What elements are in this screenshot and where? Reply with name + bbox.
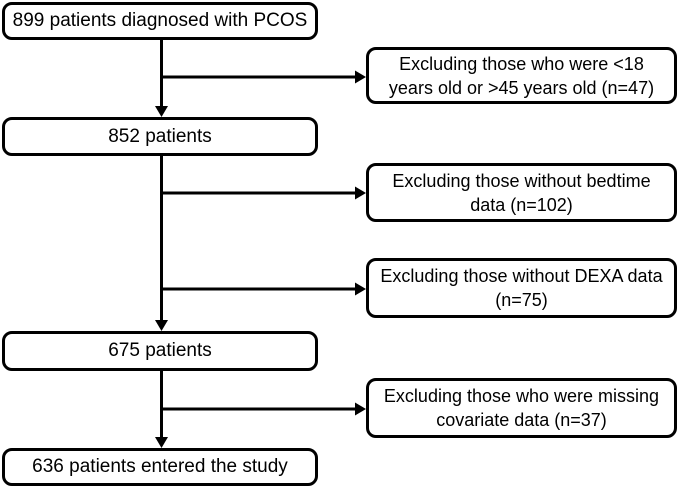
- flow-box-diagnosed: 899 patients diagnosed with PCOS: [2, 2, 318, 40]
- exclusion-box-dexa: Excluding those without DEXA data (n=75): [366, 258, 677, 318]
- flow-box-entered-study-label: 636 patients entered the study: [32, 456, 288, 477]
- exclusion-box-age-line2: years old or >45 years old (n=47): [388, 77, 655, 98]
- arrow-down-2: [155, 156, 168, 331]
- flow-box-852: 852 patients: [2, 117, 318, 156]
- arrow-right-2: [161, 186, 366, 200]
- arrow-right-1: [161, 70, 366, 84]
- exclusion-box-covariate-line2: covariate data (n=37): [436, 410, 607, 430]
- exclusion-box-age-line1: Excluding those who were <18: [399, 53, 644, 74]
- exclusion-box-dexa-line1: Excluding those without DEXA data: [380, 266, 663, 286]
- flow-box-675: 675 patients: [2, 331, 318, 371]
- exclusion-box-covariate-line1: Excluding those who were missing: [383, 386, 660, 406]
- arrow-down-3: [155, 371, 168, 448]
- arrow-right-3: [161, 282, 366, 296]
- exclusion-box-covariate: Excluding those who were missing covaria…: [366, 378, 677, 438]
- exclusion-box-bedtime-line2: data (n=102): [470, 194, 573, 215]
- arrow-right-4: [161, 402, 366, 416]
- flow-box-852-label: 852 patients: [108, 125, 212, 147]
- exclusion-box-bedtime-line1: Excluding those without bedtime: [392, 170, 651, 191]
- flow-box-diagnosed-label: 899 patients diagnosed with PCOS: [12, 10, 308, 31]
- arrow-down-1: [155, 40, 168, 117]
- exclusion-box-bedtime: Excluding those without bedtime data (n=…: [366, 163, 677, 222]
- exclusion-box-age: Excluding those who were <18 years old o…: [366, 47, 677, 104]
- exclusion-box-dexa-line2: (n=75): [495, 290, 548, 310]
- flow-box-entered-study: 636 patients entered the study: [2, 448, 318, 486]
- flow-box-675-label: 675 patients: [108, 340, 212, 361]
